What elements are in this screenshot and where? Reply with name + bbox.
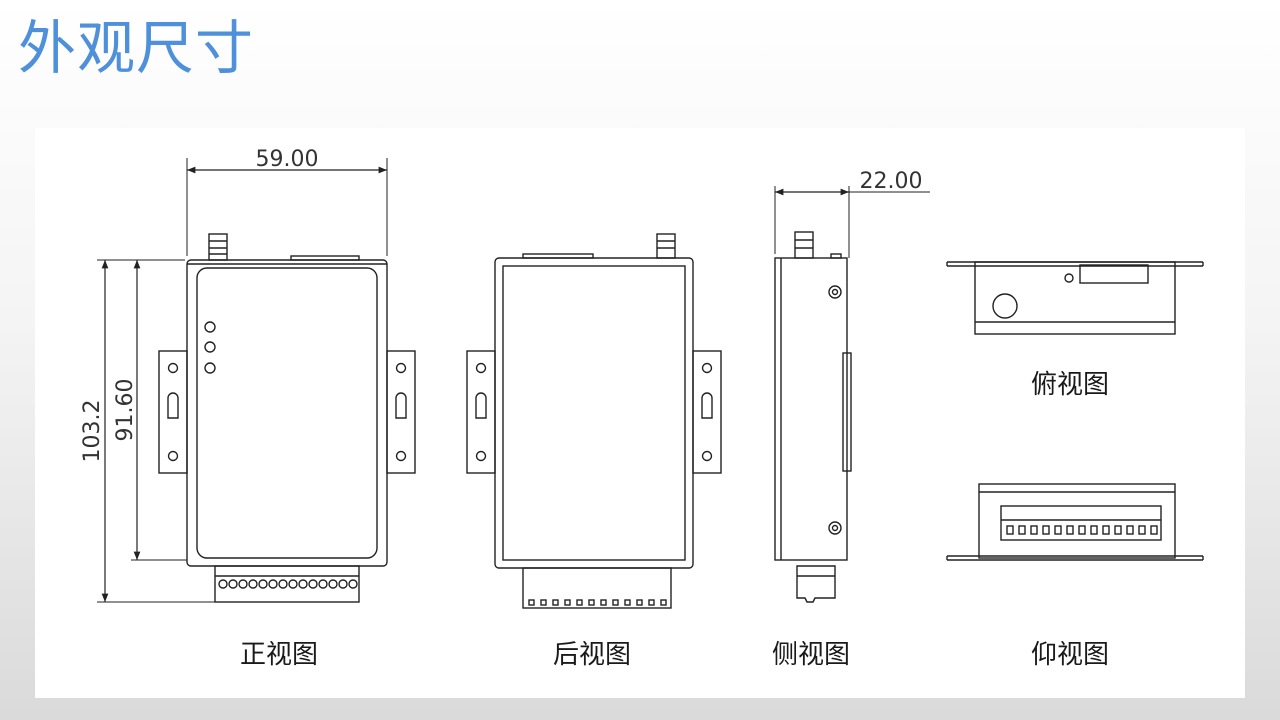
drawing-panel: 59.00 22.00 103.2 91.60 正视图 后视图 侧视图 俯视图 …: [35, 128, 1245, 698]
bottom-view-caption: 仰视图: [1030, 640, 1110, 670]
side-view-caption: 侧视图: [771, 640, 851, 670]
dimension-drawing: 59.00 22.00 103.2 91.60: [80, 147, 1204, 609]
front-view-caption: 正视图: [239, 640, 319, 670]
front-view: [97, 158, 416, 603]
top-view-caption: 俯视图: [1030, 370, 1110, 400]
side-view: [774, 186, 930, 603]
bottom-view: [946, 483, 1204, 561]
back-view: [466, 233, 722, 609]
back-view-caption: 后视图: [552, 640, 632, 670]
page-title: 外观尺寸: [18, 14, 255, 82]
top-view: [946, 261, 1204, 335]
dim-total-height-label: 103.2: [80, 400, 105, 463]
dim-depth-label: 22.00: [860, 169, 923, 194]
dim-body-height-label: 91.60: [113, 379, 138, 442]
dim-width-label: 59.00: [256, 147, 319, 172]
